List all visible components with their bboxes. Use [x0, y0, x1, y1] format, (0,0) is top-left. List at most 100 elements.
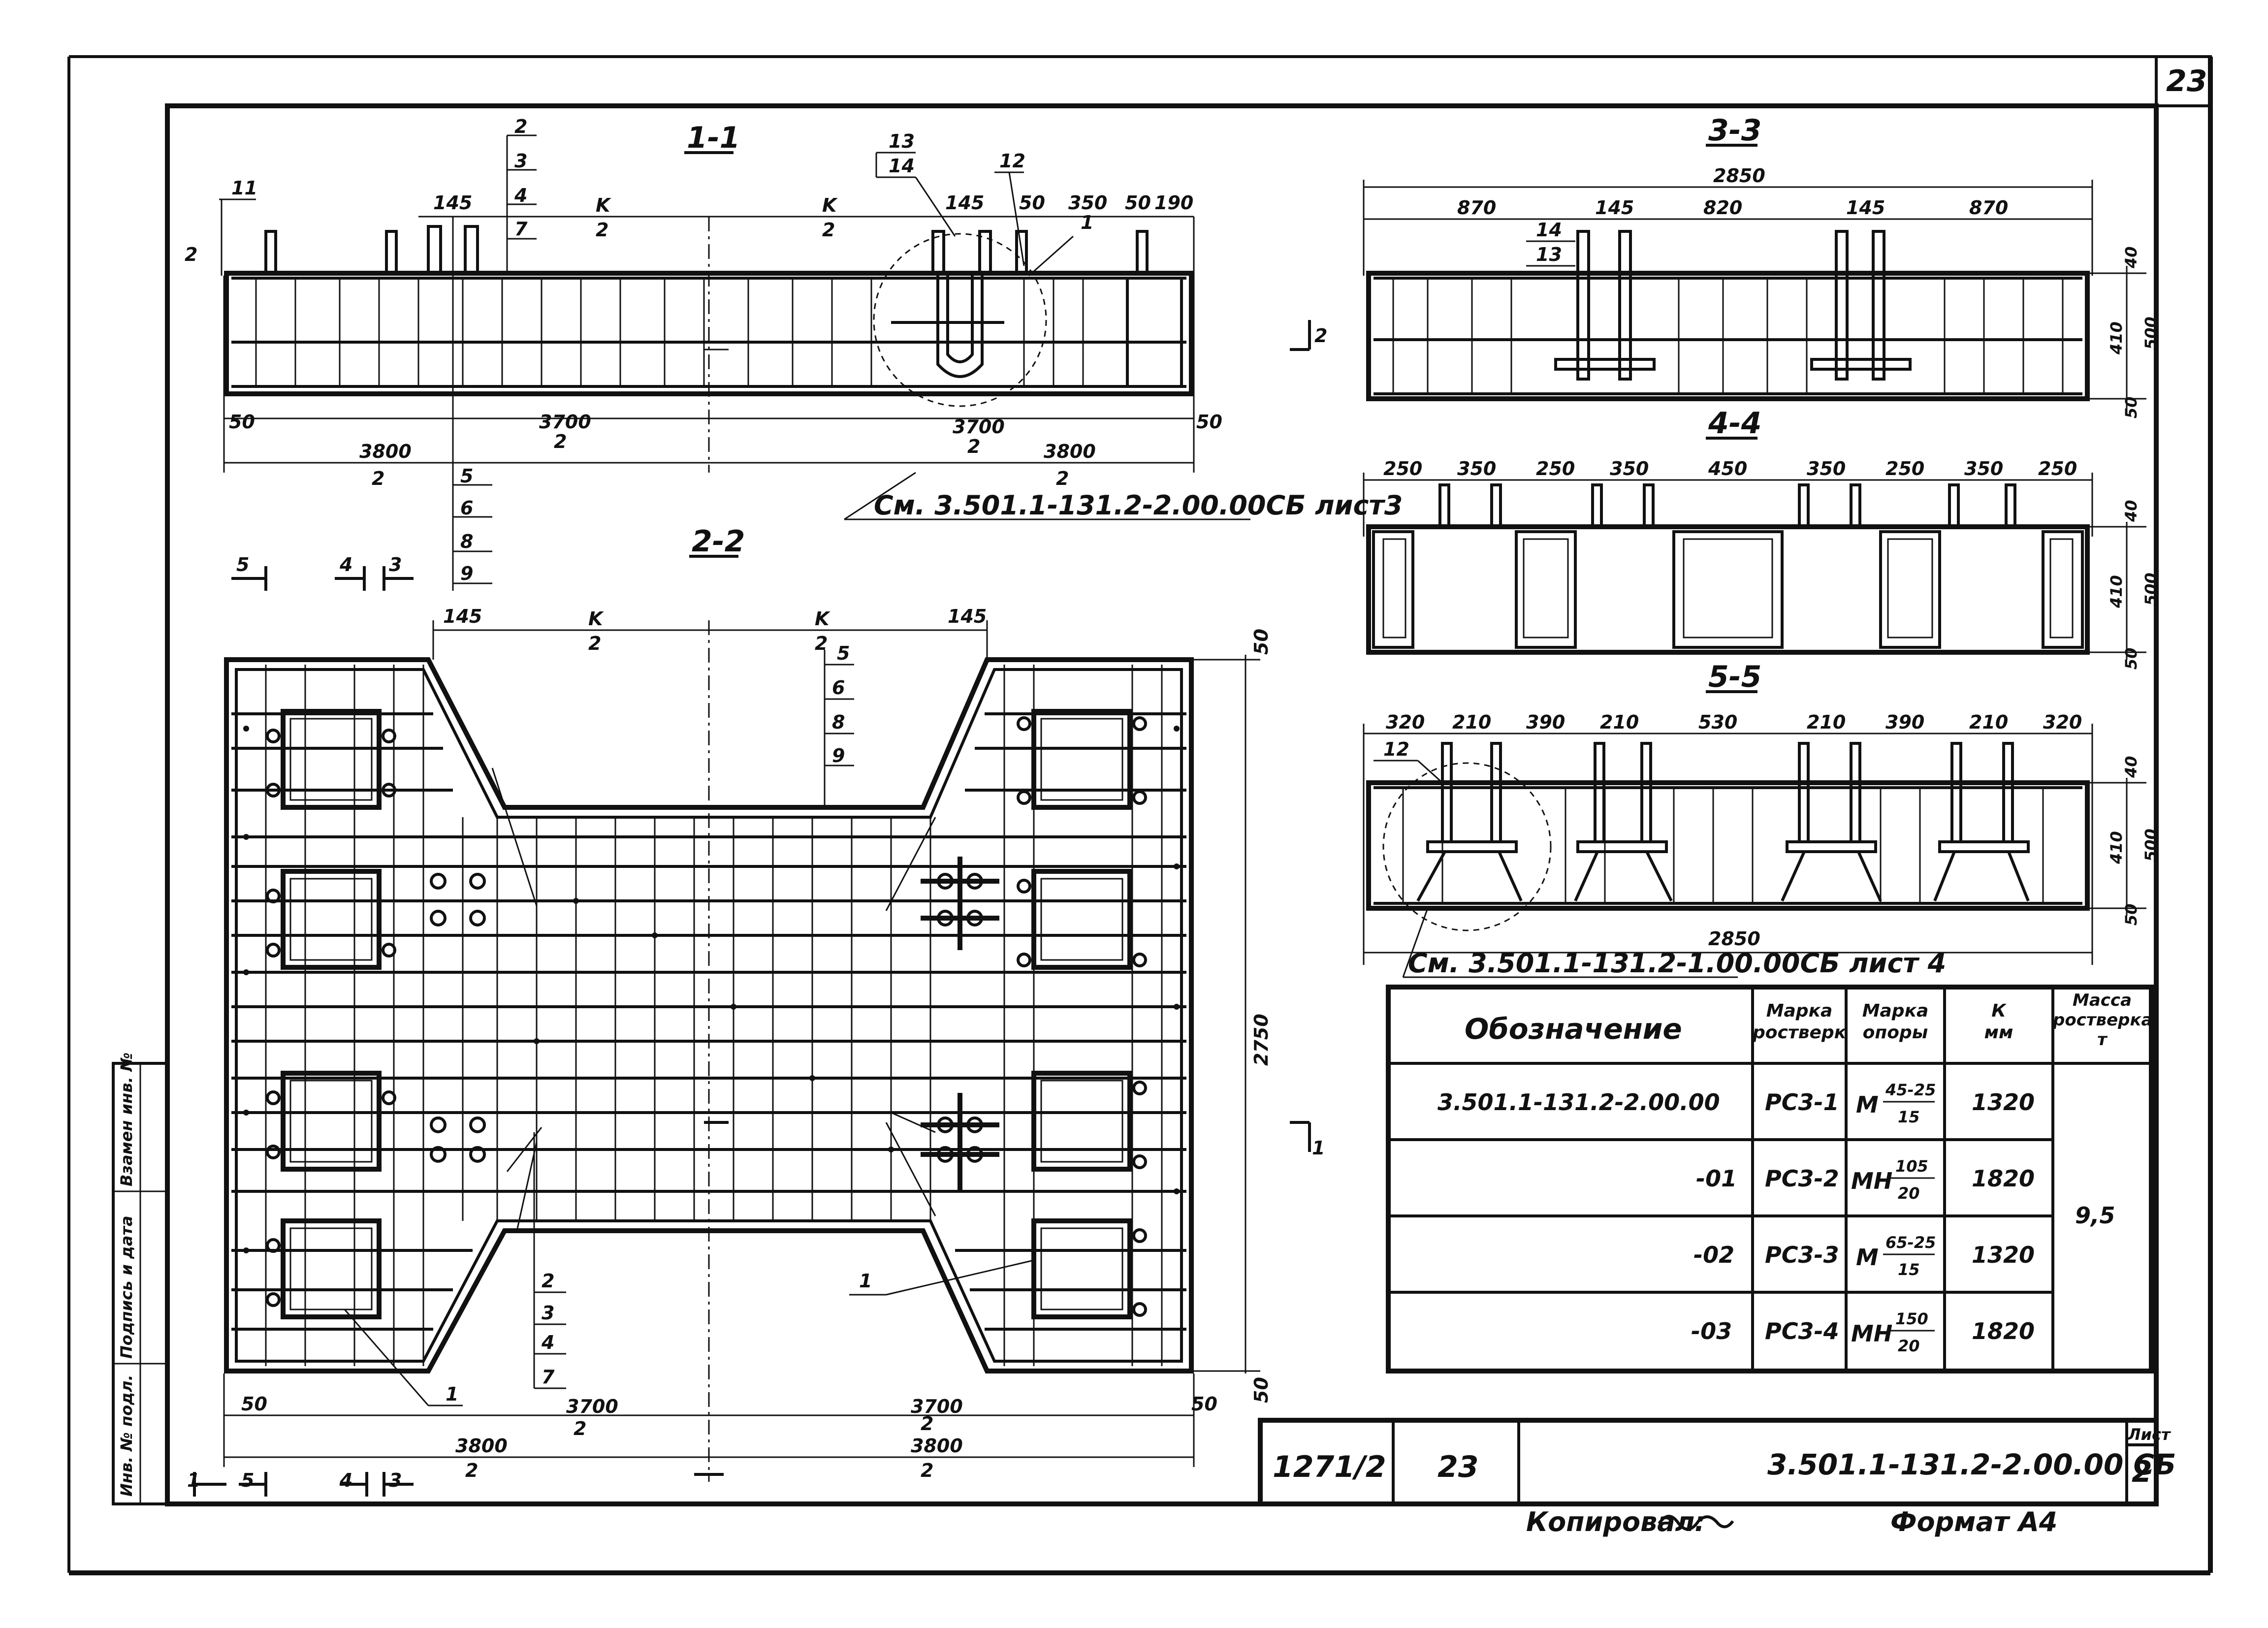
section-5-5-label: 5-5	[1708, 660, 1761, 694]
sheet-frame	[67, 55, 2213, 1575]
s33-h-50: 50	[2122, 396, 2140, 418]
s22-callout-right-2: 8	[832, 711, 845, 733]
s22-dim-k1: K	[588, 608, 604, 630]
s11-callout-bottom-0: 5	[460, 465, 473, 487]
table-row-support-num: 150	[1895, 1309, 1928, 1328]
s44-dim-5: 350	[1807, 458, 1846, 479]
s44-dim-8: 250	[2038, 458, 2077, 479]
s55-dim-2: 390	[1526, 711, 1565, 733]
table-row-k: 1820	[1972, 1318, 2035, 1344]
s22-dim-3700b: 3700	[911, 1396, 963, 1417]
s33-dim-total: 2850	[1713, 165, 1765, 187]
s55-dim-4: 530	[1698, 711, 1737, 733]
s55-dim-total: 2850	[1708, 928, 1760, 950]
section-4-4: 4-4 250 350 250 350 450 350 250 350 250	[1363, 406, 2160, 670]
stamp-sign-label: Подпись и дата	[117, 1215, 136, 1359]
s55-dim-1: 210	[1452, 711, 1491, 733]
s22-dim-2750: 2750	[1250, 1014, 1272, 1066]
table-row-support-prefix: МН	[1851, 1320, 1892, 1347]
table-row-designation: 3.501.1-131.2-2.00.00	[1437, 1089, 1720, 1116]
s22-dim-k2: K	[815, 608, 831, 630]
s11-dim-k1-den: 2	[596, 219, 608, 241]
s55-dim-6: 390	[1885, 711, 1924, 733]
s11-callout-bottom-2: 8	[460, 531, 473, 552]
s33-dim-0: 870	[1457, 197, 1496, 219]
side-stamp	[112, 1062, 169, 1505]
s22-cut-5: 5	[236, 554, 249, 575]
section-1-1: 1-1	[185, 116, 1403, 591]
s11-dim-3800a: 3800	[359, 441, 412, 462]
s33-callout-13: 13	[1536, 244, 1562, 265]
s11-dim-3700a-den: 2	[554, 431, 567, 452]
table-row-support-den: 20	[1898, 1184, 1920, 1203]
s22-callout-bottom-0: 2	[542, 1270, 554, 1292]
spec-table	[1386, 985, 2154, 1373]
s22-callout-bottom-3: 7	[542, 1366, 555, 1388]
s11-callout-bottom-1: 6	[460, 497, 473, 519]
s55-dim-5: 210	[1807, 711, 1846, 733]
s11-callout-top-3: 7	[514, 218, 528, 240]
s44-h-50: 50	[2122, 647, 2140, 670]
s44-dim-4: 450	[1708, 458, 1747, 479]
s44-dim-0: 250	[1383, 458, 1422, 479]
table-header-mass: Масса ростверка т	[2053, 990, 2151, 1050]
table-row-support-num: 65-25	[1885, 1233, 1936, 1252]
s11-callout-12: 12	[999, 150, 1025, 172]
s44-dim-2: 250	[1536, 458, 1575, 479]
s11-dim-350: 350	[1068, 192, 1107, 214]
s11-dim-3700a: 3700	[539, 411, 591, 433]
s11-callout-2: 2	[185, 244, 197, 265]
s22-cut-bottom-1: 1	[187, 1469, 200, 1491]
section-2-2: 2-2	[187, 524, 1325, 1497]
s22-cut-bottom-5: 5	[241, 1469, 254, 1491]
s22-callout-right-3: 9	[832, 745, 845, 766]
title-block	[1258, 1418, 2159, 1506]
s11-dim-50d: 50	[1196, 411, 1222, 433]
table-row-mark: РС3-4	[1765, 1318, 1839, 1344]
title-list-value: 2	[2132, 1455, 2152, 1489]
s22-dim-145b: 145	[948, 606, 987, 627]
s44-dim-6: 250	[1885, 458, 1924, 479]
s33-dim-1: 145	[1595, 197, 1634, 219]
s55-h-50: 50	[2122, 903, 2140, 926]
title-page: 23	[1437, 1450, 1479, 1484]
table-mass-value: 9,5	[2075, 1202, 2115, 1229]
s11-dim-145a: 145	[433, 192, 472, 214]
s55-h-410: 410	[2107, 831, 2126, 864]
s55-dim-8: 320	[2043, 711, 2082, 733]
s11-dim-k2-den: 2	[822, 219, 835, 241]
table-row-mark: РС3-1	[1765, 1089, 1839, 1116]
s11-section-mark-2: 2	[1314, 325, 1327, 347]
s22-dim-50b: 50	[1191, 1393, 1217, 1415]
s22-callout-1b: 1	[446, 1383, 458, 1405]
stamp-replace-label: Взамен инв. №	[117, 1053, 136, 1186]
s11-callout-14: 14	[889, 155, 915, 177]
s22-dim-3700b-den: 2	[921, 1413, 933, 1435]
s44-h-410: 410	[2107, 575, 2126, 608]
s22-dim-3800b-den: 2	[921, 1460, 933, 1481]
s22-dim-145a: 145	[443, 606, 482, 627]
s22-dim-k1-den: 2	[588, 633, 601, 654]
s22-cut-4: 4	[339, 554, 352, 575]
s33-h-410: 410	[2107, 321, 2126, 355]
section-4-4-label: 4-4	[1708, 406, 1761, 441]
title-designation: 3.501.1-131.2-2.00.00 СБ	[1767, 1448, 2176, 1481]
table-row-support-den: 20	[1898, 1337, 1920, 1355]
s11-callout-13: 13	[889, 130, 915, 152]
s11-dim-3800a-den: 2	[372, 468, 384, 489]
section-2-2-label: 2-2	[692, 524, 745, 559]
s11-dim-k2: K	[822, 194, 838, 216]
s55-callout-12: 12	[1383, 738, 1409, 760]
s11-dim-k1: K	[596, 194, 611, 216]
s55-dim-7: 210	[1969, 711, 2008, 733]
s33-dim-3: 145	[1846, 197, 1885, 219]
s11-callout-top-1: 3	[514, 150, 527, 172]
s22-section-mark-1: 1	[1312, 1137, 1325, 1159]
table-row-support-prefix: МН	[1851, 1168, 1892, 1194]
s22-dim-3800a: 3800	[455, 1435, 508, 1457]
s55-reference: См. 3.501.1-131.2-1.00.00СБ лист 4	[1408, 948, 1946, 979]
table-row-designation: -02	[1693, 1242, 1734, 1268]
s11-dim-3700b-den: 2	[967, 436, 980, 457]
table-row-k: 1320	[1972, 1242, 2035, 1268]
table-row-support-prefix: М	[1856, 1244, 1879, 1271]
